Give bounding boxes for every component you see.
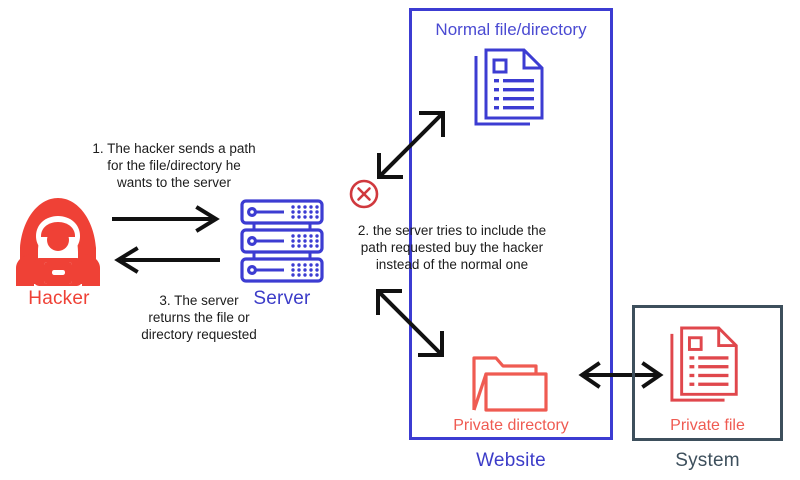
- hacker-hood-icon: [14, 196, 102, 286]
- system-box-label: System: [675, 450, 740, 471]
- double-arrow-diagonal-up-icon: [371, 105, 451, 185]
- folder-icon: [470, 352, 554, 416]
- normal-file-title: Normal file/directory: [435, 20, 587, 39]
- step-1-caption: 1. The hacker sends a path for the file/…: [92, 141, 256, 190]
- website-container: [409, 8, 613, 440]
- document-stack-icon: [668, 326, 746, 408]
- step-3-caption: 3. The server returns the file or direct…: [141, 293, 257, 342]
- hacker-label: Hacker: [28, 288, 90, 309]
- double-arrow-horizontal-icon: [578, 361, 664, 389]
- document-stack-icon: [472, 48, 552, 132]
- private-file-label: Private file: [670, 417, 745, 434]
- arrow-left-icon: [112, 246, 224, 274]
- arrow-right-icon: [112, 205, 224, 233]
- private-directory-label: Private directory: [453, 417, 569, 434]
- double-arrow-diagonal-down-icon: [370, 283, 450, 363]
- step-2-caption: 2. the server tries to include the path …: [357, 223, 547, 272]
- circle-x-icon: [348, 178, 380, 210]
- server-rack-icon: [239, 198, 325, 284]
- server-label: Server: [253, 288, 311, 309]
- system-container: [632, 305, 783, 441]
- website-box-label: Website: [476, 450, 546, 471]
